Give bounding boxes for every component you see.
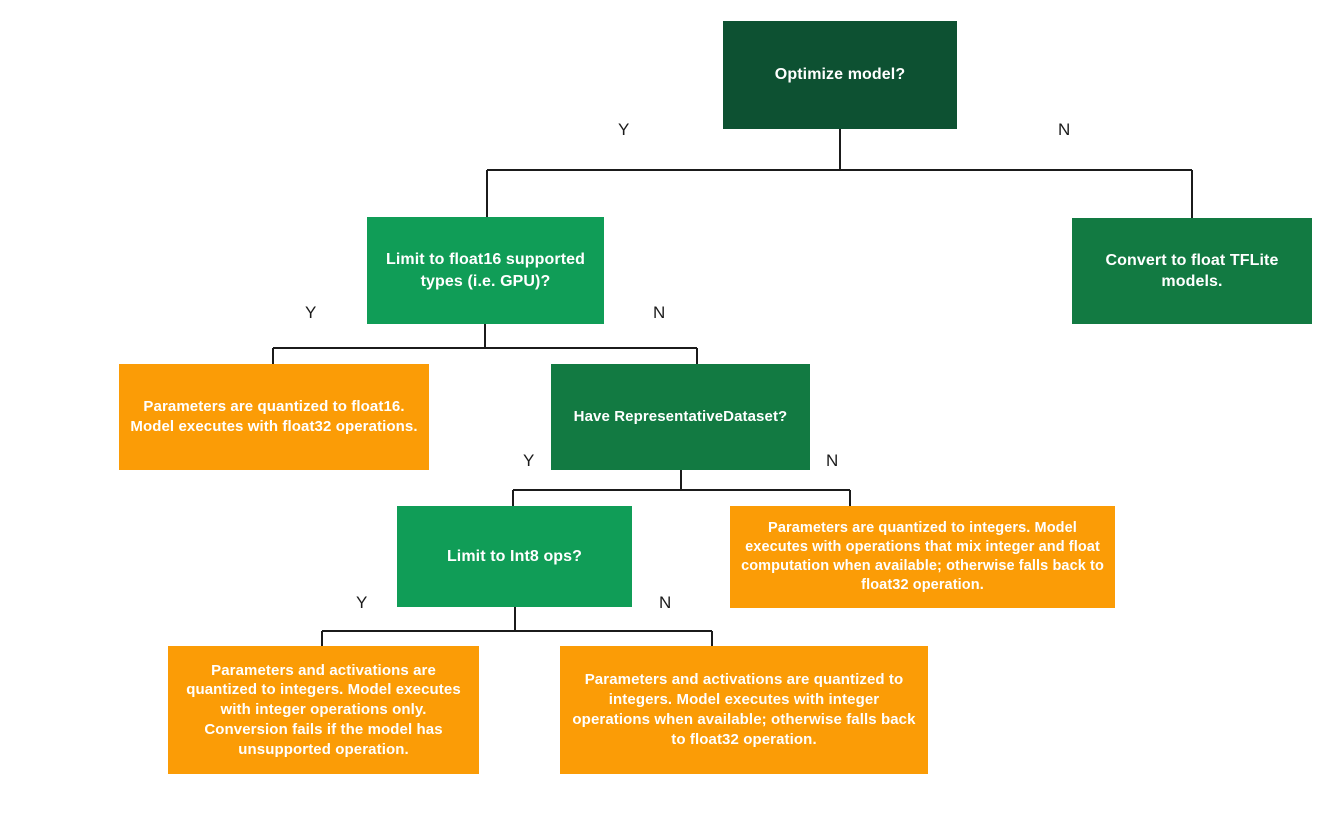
node-integer-only-result[interactable]: Parameters and activations are quantized… xyxy=(168,646,479,774)
node-have-representative-dataset[interactable]: Have RepresentativeDataset? xyxy=(551,364,810,470)
node-float16-result-label: Parameters are quantized to float16. Mod… xyxy=(130,398,418,435)
branch-label-int8-yes: Y xyxy=(356,593,368,612)
node-limit-float16-supported-types[interactable]: Limit to float16 supported types (i.e. G… xyxy=(367,217,604,324)
node-integer-fallback-result-label: Parameters and activations are quantized… xyxy=(572,671,916,748)
node-convert-to-float-tflite-label: Convert to float TFLite models. xyxy=(1105,251,1279,290)
branch-label-optimize-yes: Y xyxy=(618,120,630,139)
node-integer-only-result-label: Parameters and activations are quantized… xyxy=(186,661,461,758)
node-limit-float16-supported-types-label: Limit to float16 supported types (i.e. G… xyxy=(385,251,586,290)
node-convert-to-float-tflite[interactable]: Convert to float TFLite models. xyxy=(1072,218,1312,324)
branch-label-int8-no: N xyxy=(659,593,672,612)
branch-label-repdataset-no: N xyxy=(826,451,839,470)
node-mixed-integer-float-result-label: Parameters are quantized to integers. Mo… xyxy=(741,519,1104,594)
node-integer-fallback-result[interactable]: Parameters and activations are quantized… xyxy=(560,646,928,774)
node-float16-result[interactable]: Parameters are quantized to float16. Mod… xyxy=(119,364,429,470)
node-limit-to-int8-ops[interactable]: Limit to Int8 ops? xyxy=(397,506,632,607)
branch-label-float16-yes: Y xyxy=(305,303,317,322)
node-optimize-model[interactable]: Optimize model? xyxy=(723,21,957,129)
node-mixed-integer-float-result[interactable]: Parameters are quantized to integers. Mo… xyxy=(730,506,1115,608)
node-have-representative-dataset-label: Have RepresentativeDataset? xyxy=(573,408,788,426)
branch-label-float16-no: N xyxy=(653,303,666,322)
node-limit-to-int8-ops-label: Limit to Int8 ops? xyxy=(446,547,583,565)
branch-label-optimize-no: N xyxy=(1058,120,1071,139)
branch-label-repdataset-yes: Y xyxy=(523,451,535,470)
node-optimize-model-label: Optimize model? xyxy=(774,66,906,84)
